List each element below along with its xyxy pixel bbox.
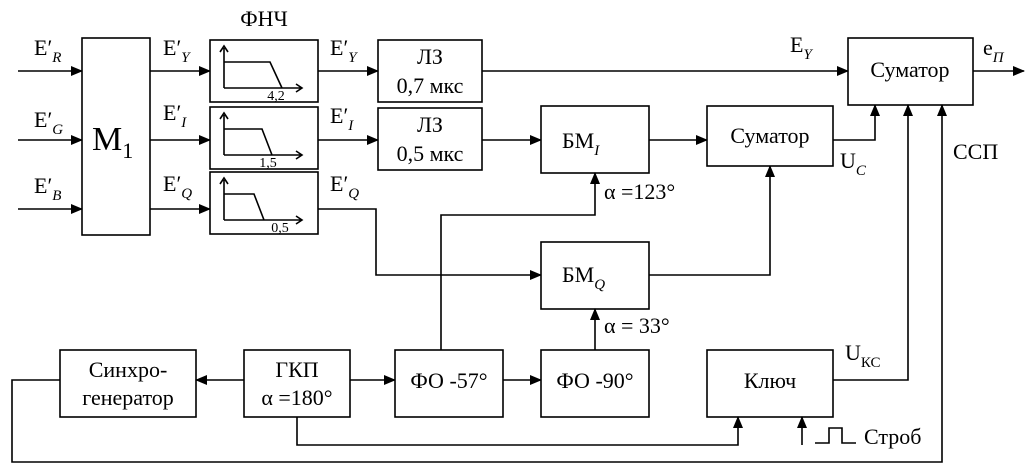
delay-line-i: [377, 107, 483, 171]
sync-to-outer-adder-arrow: [11, 104, 947, 463]
strobe-label: Строб: [864, 424, 921, 449]
svg-text:E′Q: E′Q: [163, 171, 192, 202]
modulator-i-phase: α =123°: [604, 179, 675, 204]
outer-adder: [847, 37, 974, 106]
balanced-modulator-q: [540, 241, 650, 310]
subcarrier-generator: [243, 349, 351, 418]
sync-generator: [59, 349, 197, 418]
delay-line-i-label: ЛЗ: [417, 112, 443, 137]
svg-text:E′R: E′R: [34, 35, 61, 66]
filter-cutoff-y: 4,2: [267, 89, 285, 104]
delay-line-i-time: 0,5 мкс: [397, 141, 464, 166]
svg-text:M1: M1: [92, 121, 133, 163]
gkp-to-key-arrow: [296, 416, 743, 446]
subcarrier-generator-line1: ГКП: [275, 357, 318, 382]
svg-text:E′Q: E′Q: [330, 171, 359, 202]
matrix-output-y-label: E′Y: [163, 35, 191, 66]
lowpass-filter-q: 0,5: [209, 171, 319, 236]
matrix-block: [81, 37, 151, 236]
input-r-label: E′R: [34, 35, 61, 66]
svg-text:UC: UC: [840, 148, 867, 179]
key-to-outer-adder-arrow: [833, 104, 913, 381]
phase-shifter-57-label: ФО -57°: [410, 368, 487, 393]
svg-text:БМQ: БМQ: [562, 262, 605, 293]
filter-response-y-icon: [219, 44, 304, 93]
svg-text:E′Y: E′Y: [330, 35, 358, 66]
phase-shifter-57: [394, 349, 504, 418]
svg-text:E′I: E′I: [330, 103, 354, 134]
balanced-modulator-q-label: БМQ: [562, 262, 605, 293]
strobe-pulse-icon: [815, 427, 856, 444]
input-b-label: E′B: [34, 173, 61, 204]
lowpass-filters-title: ФНЧ: [240, 6, 288, 31]
svg-text:E′I: E′I: [163, 100, 187, 131]
bmq-to-adder-arrow: [649, 165, 775, 276]
delay-line-y-time: 0,7 мкс: [397, 73, 464, 98]
outer-adder-label: Суматор: [870, 57, 949, 82]
lowpass-filter-y: 4,2: [209, 39, 319, 104]
fo57-to-bmi-arrow: [440, 172, 600, 350]
sync-generator-line2: генератор: [82, 385, 174, 410]
svg-text:E′Y: E′Y: [163, 35, 191, 66]
sync-generator-line1: Синхро-: [89, 357, 168, 382]
key-block: [706, 349, 834, 418]
chroma-to-outer-adder-arrow: [833, 104, 880, 141]
modulator-q-phase: α = 33°: [604, 313, 670, 338]
matrix-output-q-label: E′Q: [163, 171, 192, 202]
matrix-output-i-label: E′I: [163, 100, 187, 131]
output-signal-label: eП: [983, 35, 1005, 66]
svg-text:БМI: БМI: [562, 128, 600, 159]
filter-response-q-icon: [219, 176, 304, 225]
filter-output-i-label: E′I: [330, 103, 354, 134]
key-label: Ключ: [744, 368, 796, 393]
svg-text:EY: EY: [790, 32, 813, 63]
balanced-modulator-i: [540, 105, 650, 174]
filter-output-y-label: E′Y: [330, 35, 358, 66]
delay-line-y: [377, 39, 483, 103]
svg-text:UКС: UКС: [845, 340, 881, 371]
svg-text:E′B: E′B: [34, 173, 61, 204]
input-g-label: E′G: [34, 107, 63, 138]
subcarrier-generator-line2: α =180°: [261, 385, 332, 410]
filter-cutoff-i: 1,5: [259, 156, 277, 171]
matrix-label: M1: [92, 121, 133, 163]
delay-line-y-label: ЛЗ: [417, 44, 443, 69]
sync-mixture-label: ССП: [953, 139, 998, 164]
svg-text:E′G: E′G: [34, 107, 63, 138]
inner-adder-label: Суматор: [730, 123, 809, 148]
phase-shifter-90: [540, 349, 650, 418]
phase-shifter-90-label: ФО -90°: [556, 368, 633, 393]
inner-adder: [706, 105, 834, 167]
q-to-modulator-arrow: [318, 208, 542, 280]
chroma-signal-label: UC: [840, 148, 867, 179]
filter-response-i-icon: [219, 111, 304, 160]
burst-signal-label: UКС: [845, 340, 881, 371]
balanced-modulator-i-label: БМI: [562, 128, 600, 159]
filter-output-q-label: E′Q: [330, 171, 359, 202]
luma-signal-label: EY: [790, 32, 813, 63]
lowpass-filter-i: 1,5: [209, 106, 319, 171]
svg-text:eП: eП: [983, 35, 1005, 66]
filter-cutoff-q: 0,5: [271, 221, 289, 236]
